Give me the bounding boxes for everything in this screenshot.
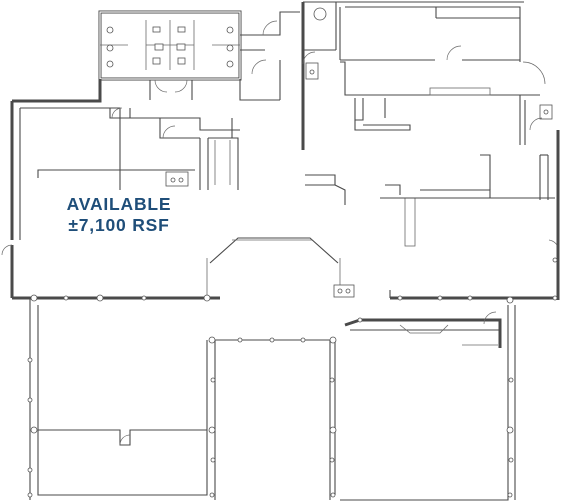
lower-perimeter xyxy=(12,290,555,501)
open-area-perimeter xyxy=(1,130,560,300)
door-swings-upper-left xyxy=(111,79,188,139)
interior-rooms-right xyxy=(305,95,555,247)
availability-label: AVAILABLE xyxy=(66,194,172,214)
office-suite-walls xyxy=(10,79,280,240)
corridor-walls xyxy=(240,11,300,100)
column-markers xyxy=(27,257,558,498)
toilet-fixtures xyxy=(106,26,234,68)
kitchenette-counter xyxy=(165,171,189,187)
availability-callout: AVAILABLE ±7,100 RSF xyxy=(40,194,198,236)
restroom-block xyxy=(98,10,242,81)
area-label: ±7,100 RSF xyxy=(68,215,170,235)
right-wing-walls xyxy=(301,1,546,150)
